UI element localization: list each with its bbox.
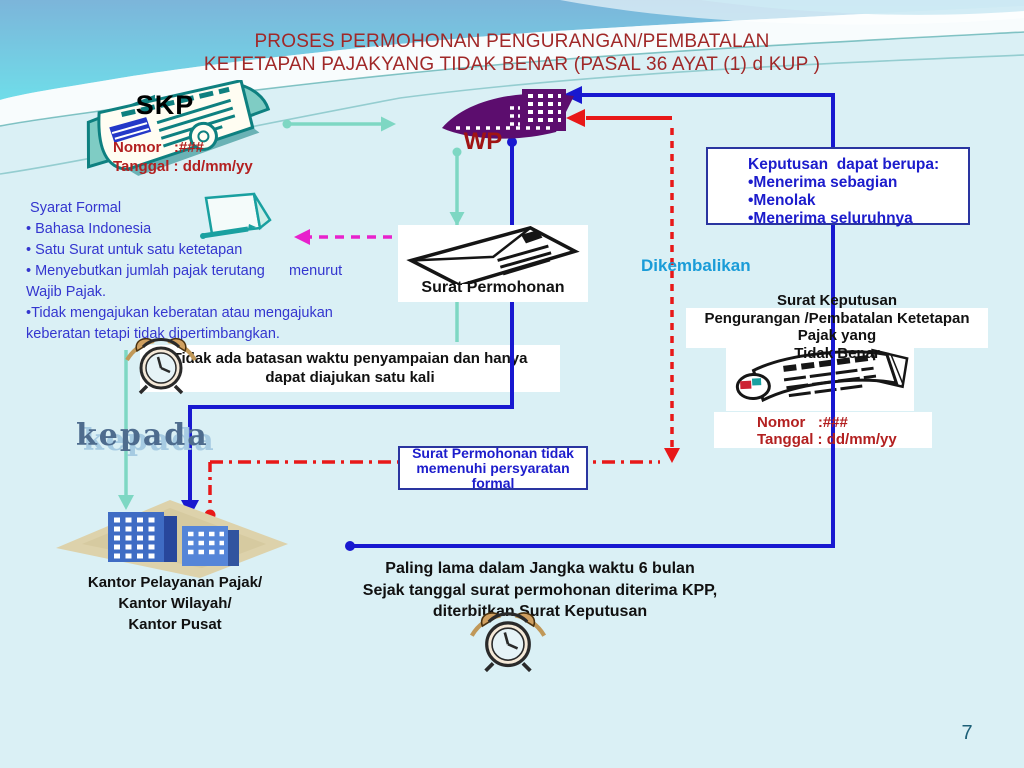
skp-details: Nomor :### Tanggal : dd/mm/yy — [113, 139, 253, 175]
formal-gagal-box: Surat Permohonan tidak memenuhi persyara… — [398, 445, 588, 491]
office-buildings-icon — [56, 500, 288, 578]
keputusan-box: Keputusan dapat berupa: •Menerima sebagi… — [706, 147, 970, 227]
kepada-label: kepada — [76, 418, 209, 453]
page-number: 7 — [961, 722, 973, 744]
formal-gagal-text: Surat Permohonan tidak memenuhi persyara… — [412, 445, 574, 491]
wp-label: WP — [463, 128, 503, 155]
jangka-waktu-text: Paling lama dalam Jangka waktu 6 bulan S… — [362, 560, 718, 620]
batas-waktu-text: Tidak ada batasan waktu penyampaian dan … — [172, 350, 528, 386]
surat-keputusan-title: Surat Keputusan Pengurangan /Pembatalan … — [704, 292, 970, 362]
slide-title: PROSES PERMOHONAN PENGURANGAN/PEMBATALAN… — [0, 30, 1024, 76]
alarm-clock-icon — [125, 337, 197, 395]
surat-keputusan-details: Nomor :### Tanggal : dd/mm/yy — [757, 414, 897, 448]
envelope-icon — [406, 226, 580, 284]
keputusan-box-text: Keputusan dapat berupa: •Menerima sebagi… — [748, 156, 940, 227]
surat-permohonan-label: Surat Permohonan — [421, 279, 565, 296]
dikembalikan-label: Dikembalikan — [641, 256, 751, 275]
slide-title-line2: KETETAPAN PAJAKYANG TIDAK BENAR (PASAL 3… — [203, 54, 821, 75]
folded-note-icon — [200, 192, 272, 239]
skp-label: SKP — [135, 90, 195, 120]
kantor-text: Kantor Pelayanan Pajak/ Kantor Wilayah/ … — [87, 574, 263, 633]
slide-title-line1: PROSES PERMOHONAN PENGURANGAN/PEMBATALAN — [254, 31, 770, 52]
alarm-clock-icon — [469, 612, 547, 673]
